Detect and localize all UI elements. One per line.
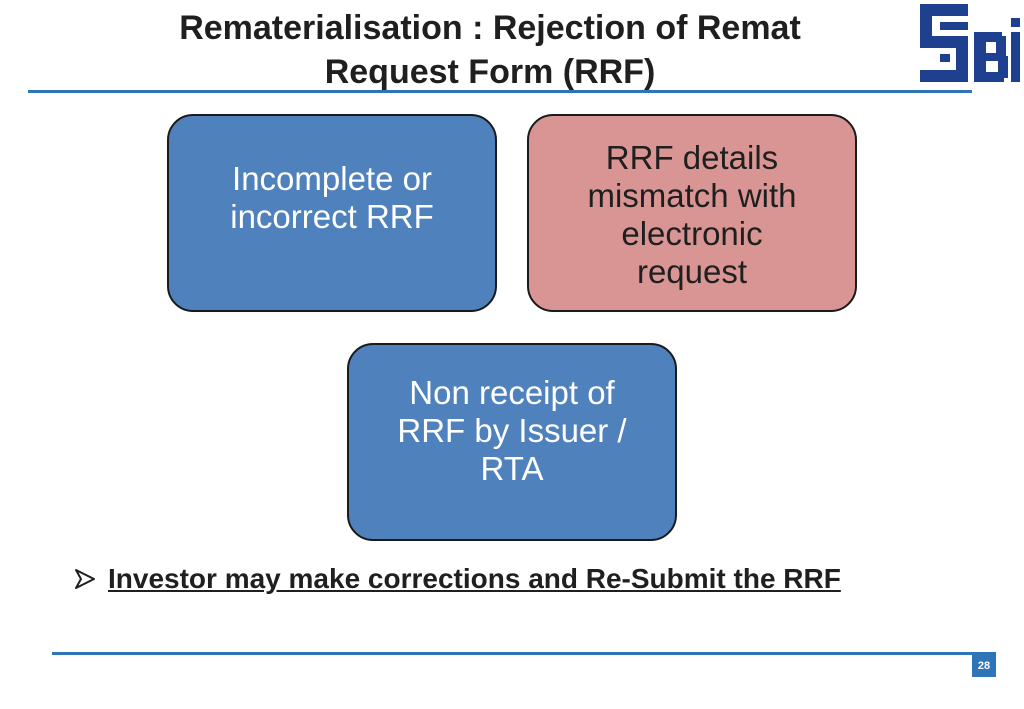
slide-title-line-1: Rematerialisation : Rejection of Remat xyxy=(179,9,801,47)
page-number: 28 xyxy=(972,655,996,677)
reason-box-incomplete-rrf-text: Incomplete or incorrect RRF xyxy=(230,160,434,235)
arrow-bullet-icon xyxy=(75,569,95,589)
reason-box-details-mismatch-text: RRF details mismatch with electronic req… xyxy=(587,139,797,290)
title-divider xyxy=(28,90,972,93)
reason-box-non-receipt-text: Non receipt of RRF by Issuer / RTA xyxy=(397,374,627,487)
slide-title-line-2: Request Form (RRF) xyxy=(324,53,656,91)
footer-divider xyxy=(52,652,996,655)
reason-box-details-mismatch: RRF details mismatch with electronic req… xyxy=(527,114,857,312)
sebi-logo xyxy=(920,4,1020,82)
bullet-text: Investor may make corrections and Re-Sub… xyxy=(108,563,841,594)
slide-title: Rematerialisation : Rejection of Remat R… xyxy=(130,6,850,94)
reason-box-non-receipt: Non receipt of RRF by Issuer / RTA xyxy=(347,343,677,541)
bullet-point: Investor may make corrections and Re-Sub… xyxy=(74,563,841,595)
reason-box-incomplete-rrf: Incomplete or incorrect RRF xyxy=(167,114,497,312)
